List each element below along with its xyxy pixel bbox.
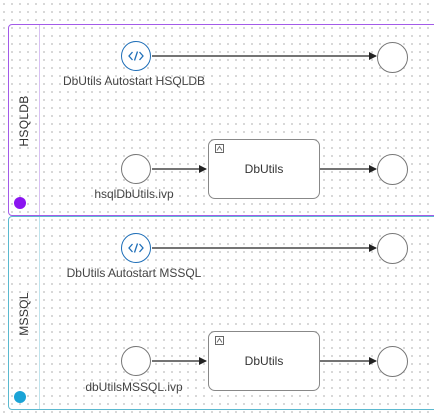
end-event-hsqldb-autostart[interactable]: [377, 42, 408, 73]
end-event-mssql-autostart[interactable]: [377, 233, 408, 264]
lane-header-divider: [39, 217, 40, 409]
task-label: DbUtils: [244, 354, 284, 368]
subprocess-icon: [215, 336, 224, 345]
subprocess-task-dbutils-mssql[interactable]: DbUtils: [208, 331, 320, 391]
start-event-label: DbUtils Autostart HSQLDB: [62, 74, 206, 88]
subprocess-task-dbutils-hsqldb[interactable]: DbUtils: [208, 139, 320, 199]
task-label: DbUtils: [244, 162, 284, 176]
request-start-event-mssql[interactable]: [121, 346, 151, 376]
start-event-label: DbUtils Autostart MSSQL: [66, 266, 202, 280]
lane-label-hsqldb: HSQLDB: [17, 95, 31, 147]
end-event-hsqldb-task[interactable]: [377, 154, 408, 185]
lane-color-dot-mssql[interactable]: [14, 391, 26, 403]
request-start-event-hsqldb[interactable]: [121, 154, 151, 184]
end-event-mssql-task[interactable]: [377, 346, 408, 377]
start-event-label: dbUtilsMSSQL.ivp: [85, 380, 183, 394]
pool-lane-hsqldb[interactable]: HSQLDB: [8, 24, 434, 216]
lane-header-divider: [39, 25, 40, 215]
code-brackets-icon: [122, 234, 150, 262]
pool-lane-mssql[interactable]: MSSQL: [8, 216, 434, 410]
subprocess-icon: [215, 144, 224, 153]
start-event-label: hsqlDbUtils.ivp: [94, 187, 174, 201]
program-start-event-mssql[interactable]: [121, 233, 151, 263]
code-brackets-icon: [122, 42, 150, 70]
lane-label-mssql: MSSQL: [17, 292, 31, 336]
lane-color-dot-hsqldb[interactable]: [14, 197, 26, 209]
program-start-event-hsqldb[interactable]: [121, 41, 151, 71]
